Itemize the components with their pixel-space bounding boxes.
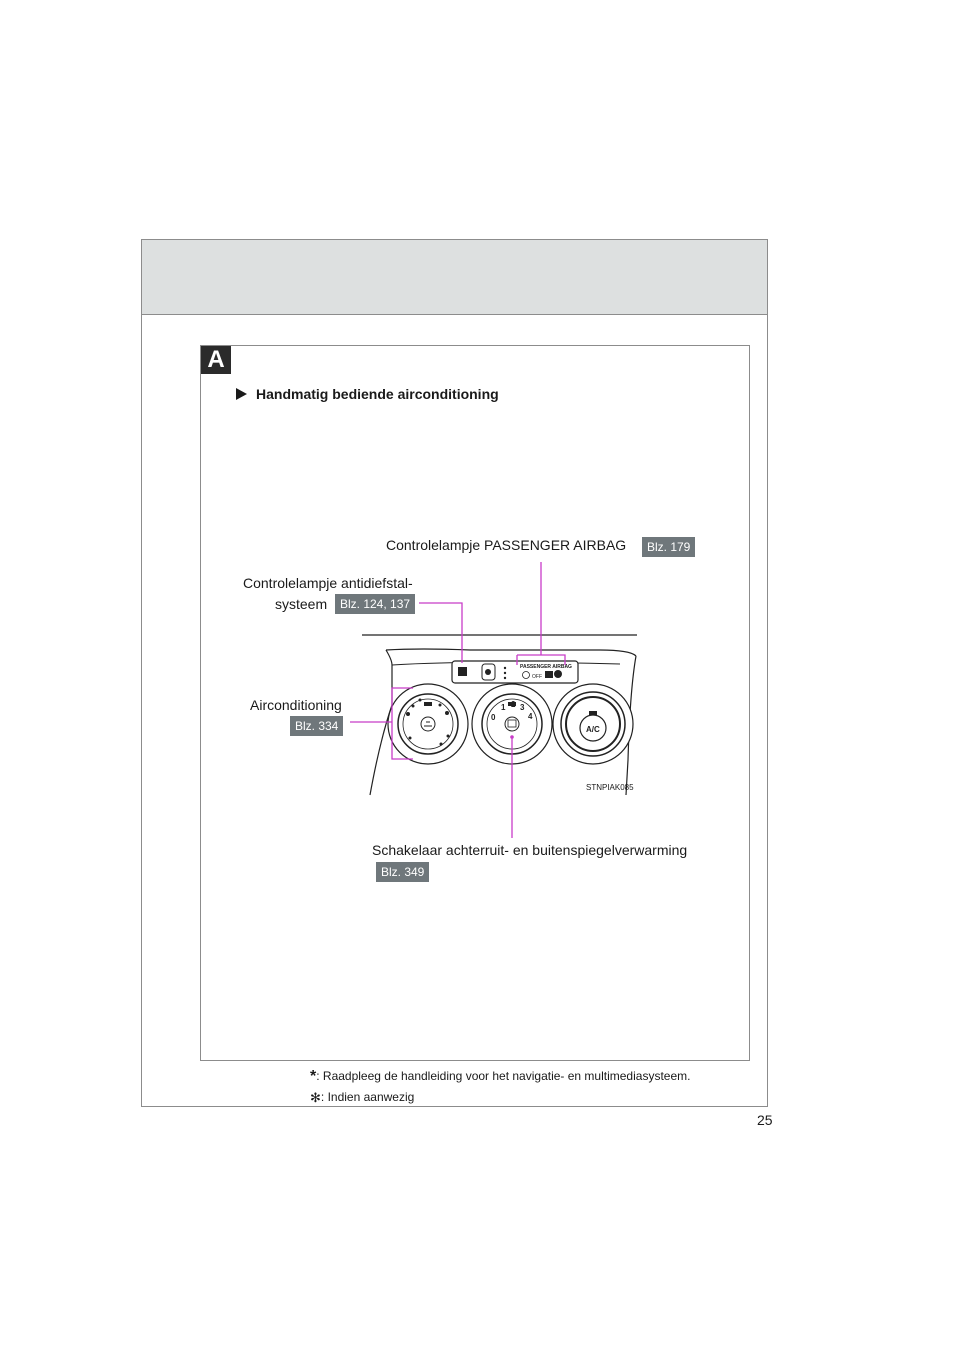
mode-knob[interactable] bbox=[387, 683, 469, 765]
airbag-off-indicator-icon bbox=[545, 671, 553, 678]
fan-speed-0: 0 bbox=[491, 713, 496, 722]
ref-badge-passenger-airbag[interactable]: Blz. 179 bbox=[642, 537, 696, 557]
ref-badge-defogger[interactable]: Blz. 349 bbox=[376, 862, 430, 882]
fan-speed-4: 4 bbox=[528, 712, 533, 721]
bracket-airbag bbox=[516, 654, 566, 665]
airbag-person-icon bbox=[522, 671, 530, 679]
fan-speed-2: 2 bbox=[511, 700, 516, 709]
callout-theft-line1: Controlelampje antidiefstal- bbox=[243, 575, 413, 591]
page-number: 25 bbox=[757, 1112, 773, 1128]
dash-upper-curve bbox=[385, 648, 637, 657]
airbag-on-indicator-icon bbox=[554, 670, 562, 678]
security-indicator-icon bbox=[458, 667, 467, 676]
callout-passenger-airbag-label: Controlelampje PASSENGER AIRBAG bbox=[386, 537, 627, 553]
callout-leaders bbox=[350, 562, 566, 838]
ac-knob-text: A/C bbox=[586, 725, 600, 734]
footnote-2-mark: ✻ bbox=[310, 1090, 321, 1105]
dash-right-edge bbox=[625, 655, 637, 796]
panel-off-text: OFF bbox=[532, 674, 542, 680]
page-frame bbox=[141, 239, 768, 1107]
leader-theft bbox=[419, 602, 463, 663]
ref-badge-air-conditioning[interactable]: Blz. 334 bbox=[290, 716, 344, 736]
callout-air-conditioning: Airconditioning bbox=[250, 697, 342, 713]
bracket-ac bbox=[391, 687, 413, 760]
footnote-1: *: Raadpleeg de handleiding voor het nav… bbox=[310, 1068, 690, 1086]
subsection-title-text: Handmatig bediende airconditioning bbox=[256, 386, 499, 402]
triangle-bullet-icon bbox=[236, 388, 247, 400]
ac-knob[interactable]: A/C bbox=[552, 683, 634, 765]
hazard-switch-icon bbox=[481, 663, 496, 681]
footnote-2: ✻: Indien aanwezig bbox=[310, 1090, 414, 1106]
header-band bbox=[142, 240, 767, 315]
callout-passenger-airbag: Controlelampje PASSENGER AIRBAG bbox=[386, 537, 626, 553]
footnote-1-text: : Raadpleeg de handleiding voor het navi… bbox=[316, 1069, 691, 1083]
fan-speed-3: 3 bbox=[520, 703, 525, 712]
footnote-1-mark: * bbox=[310, 1068, 317, 1085]
section-box bbox=[200, 345, 750, 1061]
footnote-2-text: : Indien aanwezig bbox=[320, 1090, 415, 1104]
callout-defogger: Schakelaar achterruit- en buitenspiegelv… bbox=[372, 842, 688, 858]
ref-badge-theft-deterrent[interactable]: Blz. 124, 137 bbox=[335, 594, 416, 614]
fan-speed-1: 1 bbox=[501, 703, 506, 712]
subsection-title: Handmatig bediende airconditioning bbox=[236, 386, 499, 402]
callout-theft-line2: systeem bbox=[275, 596, 328, 612]
section-letter: A bbox=[201, 346, 231, 374]
panel-airbag-text: PASSENGER AIRBAG bbox=[520, 664, 572, 670]
fan-speed-knob[interactable]: 0 1 2 3 4 bbox=[471, 683, 553, 765]
illustration-code: STNPIAK085 bbox=[586, 783, 634, 792]
